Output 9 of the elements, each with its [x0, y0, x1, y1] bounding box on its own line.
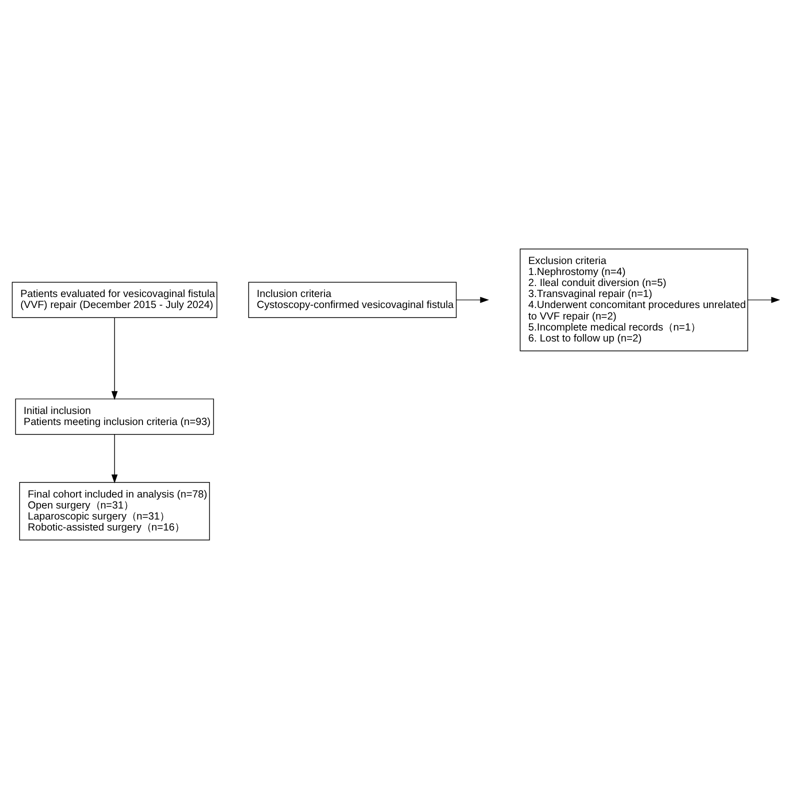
node-box: Inclusion criteria Cystoscopy-confirmed vesicovaginal fistula — [248, 282, 457, 318]
node-box: Final cohort included in analysis (n=78) Open surgery（n=31） Laparoscopic surgery（n=31） Robotic-assisted surgery（n=16） — [19, 482, 210, 540]
arrow — [111, 434, 118, 484]
arrow — [456, 296, 490, 304]
node-box: Exclusion criteria 1.Nephrostomy (n=4) 2. Ileal conduit diversion (n=5) 3.Transvaginal repair (n=1) 4.Underwent concomitant procedures unrelated to VVF repair (n=2) 5.Incomplete medical records（n=1） 6. Lost to follow up (n=2) — [520, 248, 748, 352]
node-box: Initial inclusion Patients meeting inclusion criteria (n=93) — [15, 398, 214, 435]
arrow — [111, 317, 118, 400]
arrow — [748, 296, 780, 304]
node-box: Patients evaluated for vesicovaginal fistula (VVF) repair (December 2015 - July 2024) — [12, 282, 218, 318]
